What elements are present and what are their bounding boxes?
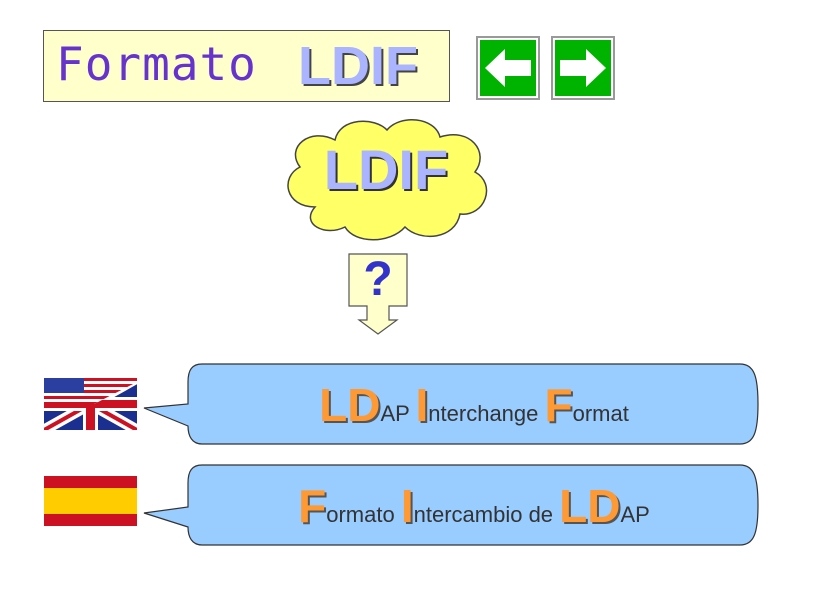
title-word: Formato <box>56 37 257 91</box>
cloud-text: LDIF <box>323 138 449 201</box>
title-acronym: LDIF <box>298 36 418 96</box>
en-part-3-big: F <box>544 379 573 431</box>
es-part-2-small: ntercambio de <box>413 502 560 527</box>
title-box: Formato LDIF <box>43 30 450 102</box>
en-part-2-small: nterchange <box>428 401 545 426</box>
arrow-left-icon <box>485 49 531 87</box>
prev-button[interactable] <box>475 35 541 101</box>
spanish-bubble <box>143 464 759 546</box>
en-part-1-small: AP <box>380 401 416 426</box>
es-part-2-big: I <box>400 480 414 532</box>
spanish-expansion: Formato Intercambio de LDAP <box>190 479 758 533</box>
english-bubble <box>143 363 759 445</box>
cloud-icon <box>287 119 488 241</box>
es-part-1-small: ormato <box>326 502 401 527</box>
us-uk-flag-icon <box>44 378 137 430</box>
es-part-1-big: F <box>298 480 327 532</box>
en-part-2-big: I <box>415 379 429 431</box>
es-part-3-big: LD <box>559 480 621 532</box>
question-mark: ? <box>363 253 393 306</box>
es-part-3-small: AP <box>620 502 650 527</box>
spain-flag-icon <box>44 476 137 526</box>
down-arrow-icon <box>348 253 408 335</box>
english-expansion: LDAP Interchange Format <box>190 378 758 432</box>
en-part-3-small: ormat <box>572 401 629 426</box>
en-part-1-big: LD <box>319 379 381 431</box>
arrow-right-icon <box>560 49 606 87</box>
next-button[interactable] <box>550 35 616 101</box>
